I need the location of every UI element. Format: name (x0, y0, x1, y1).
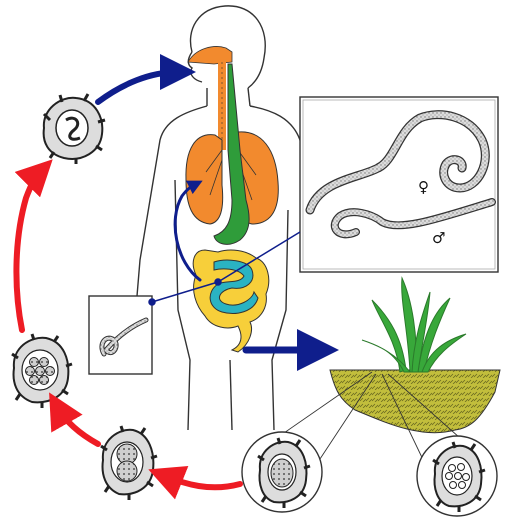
egg-stage-icon (12, 334, 72, 408)
adult-worms-inset (300, 97, 498, 272)
female-symbol: ♀ (418, 180, 429, 195)
egg-stage-icon (417, 436, 497, 516)
grass-soil-icon (330, 278, 500, 433)
egg-stage-icon (242, 432, 322, 512)
male-symbol: ♂ (432, 231, 445, 246)
egg-stage-icon (101, 426, 157, 500)
larva-inset (89, 296, 152, 374)
egg-stage-icon (44, 94, 105, 164)
